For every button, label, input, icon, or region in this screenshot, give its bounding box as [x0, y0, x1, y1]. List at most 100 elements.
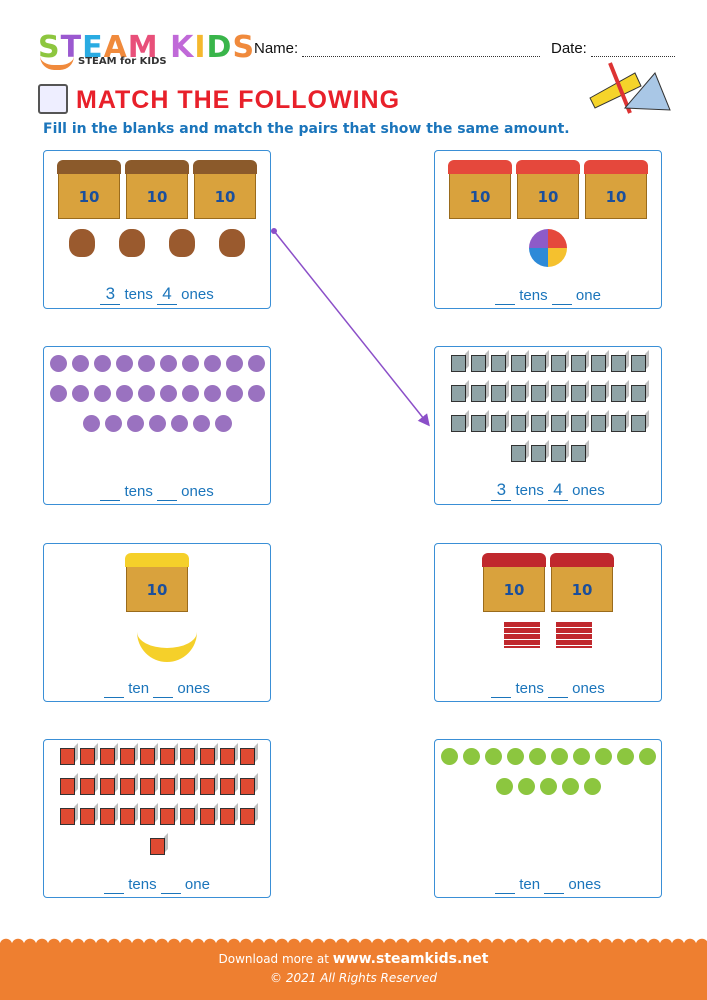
- dot: [181, 355, 199, 372]
- ones-blank[interactable]: [548, 680, 568, 698]
- tens-word: tens: [515, 482, 544, 499]
- dot: [484, 748, 502, 765]
- cube: [510, 385, 526, 402]
- loose-item: [496, 622, 548, 652]
- ones-word: ones: [177, 680, 210, 697]
- dot: [170, 415, 188, 432]
- cube: [139, 778, 155, 795]
- cube: [119, 778, 135, 795]
- cube: [239, 808, 255, 825]
- cube: [570, 415, 586, 432]
- dot: [225, 385, 243, 402]
- dot: [495, 778, 513, 795]
- tens-blank[interactable]: [100, 483, 121, 501]
- cube: [570, 355, 586, 372]
- card-purple-dots[interactable]: tens ones: [43, 346, 271, 505]
- tens-blank[interactable]: 3: [100, 284, 121, 305]
- ones-blank[interactable]: [544, 876, 565, 894]
- loose-item: [107, 229, 157, 261]
- cube: [470, 355, 486, 372]
- tens-blank[interactable]: [495, 876, 516, 894]
- ones-blank[interactable]: 4: [157, 284, 177, 305]
- ones-word: one: [184, 876, 210, 893]
- dot: [192, 415, 210, 432]
- ones-word: ones: [568, 876, 601, 893]
- cube: [530, 415, 546, 432]
- dot: [115, 385, 133, 402]
- tens-word: tens: [519, 287, 548, 304]
- dot: [638, 748, 656, 765]
- dot: [159, 385, 177, 402]
- ones-blank[interactable]: [153, 680, 174, 698]
- cube: [590, 385, 606, 402]
- ones-blank[interactable]: [157, 483, 177, 501]
- tens-blank[interactable]: [495, 287, 516, 305]
- cube: [199, 748, 215, 765]
- dot: [104, 415, 122, 432]
- site-link[interactable]: www.steamkids.net: [332, 951, 489, 967]
- name-field[interactable]: Name:: [254, 40, 541, 57]
- cube: [179, 748, 195, 765]
- tens-blank[interactable]: [104, 680, 125, 698]
- tens-word: ten: [128, 680, 150, 697]
- cube: [530, 355, 546, 372]
- dot: [616, 748, 634, 765]
- cube: [610, 355, 626, 372]
- dot: [440, 748, 458, 765]
- ones-blank[interactable]: 4: [548, 480, 568, 501]
- card-grey-cubes[interactable]: 3 tens 4 ones: [434, 346, 662, 505]
- dot: [225, 355, 243, 372]
- dot: [583, 778, 601, 795]
- tens-blank[interactable]: [104, 876, 125, 894]
- dot: [517, 778, 535, 795]
- cube: [550, 415, 566, 432]
- tens-word: tens: [128, 876, 157, 893]
- dot: [561, 778, 579, 795]
- ten-box: 10: [57, 160, 121, 219]
- cube: [510, 355, 526, 372]
- cube: [179, 778, 195, 795]
- cube: [510, 445, 526, 462]
- dot: [126, 415, 144, 432]
- copyright: © 2021 All Rights Reserved: [270, 971, 437, 985]
- cube: [570, 445, 586, 462]
- footer-download: Download more at www.steamkids.net: [218, 951, 489, 967]
- cube: [490, 385, 506, 402]
- card-red-cubes[interactable]: tens one: [43, 739, 271, 898]
- dot: [462, 748, 480, 765]
- cube: [59, 808, 75, 825]
- logo: STEAM KIDS: [38, 30, 256, 65]
- dot: [550, 748, 568, 765]
- tens-blank[interactable]: [491, 680, 512, 698]
- ten-box: 10: [193, 160, 257, 219]
- answer-line: tens ones: [435, 680, 661, 698]
- ones-blank[interactable]: [160, 876, 181, 894]
- tens-blank[interactable]: 3: [491, 480, 512, 501]
- dot: [572, 748, 590, 765]
- worksheet-icon: [38, 84, 68, 114]
- dot: [93, 385, 111, 402]
- date-label: Date:: [551, 40, 587, 57]
- cube: [159, 748, 175, 765]
- cube: [530, 445, 546, 462]
- card-green-dots[interactable]: ten ones: [434, 739, 662, 898]
- cube: [99, 748, 115, 765]
- card-bananas[interactable]: 10 ten ones: [43, 543, 271, 702]
- date-field[interactable]: Date:: [551, 40, 675, 57]
- ten-box: 10: [448, 160, 512, 219]
- answer-line: tens ones: [44, 483, 270, 501]
- dot: [49, 355, 67, 372]
- ones-blank[interactable]: [551, 287, 572, 305]
- cube: [59, 778, 75, 795]
- logo-swoosh: [40, 56, 74, 70]
- ten-box: 10: [482, 553, 546, 612]
- dot: [49, 385, 67, 402]
- answer-line: 3 tens 4 ones: [435, 480, 661, 501]
- loose-item: [207, 229, 257, 261]
- cube: [470, 385, 486, 402]
- cube: [219, 808, 235, 825]
